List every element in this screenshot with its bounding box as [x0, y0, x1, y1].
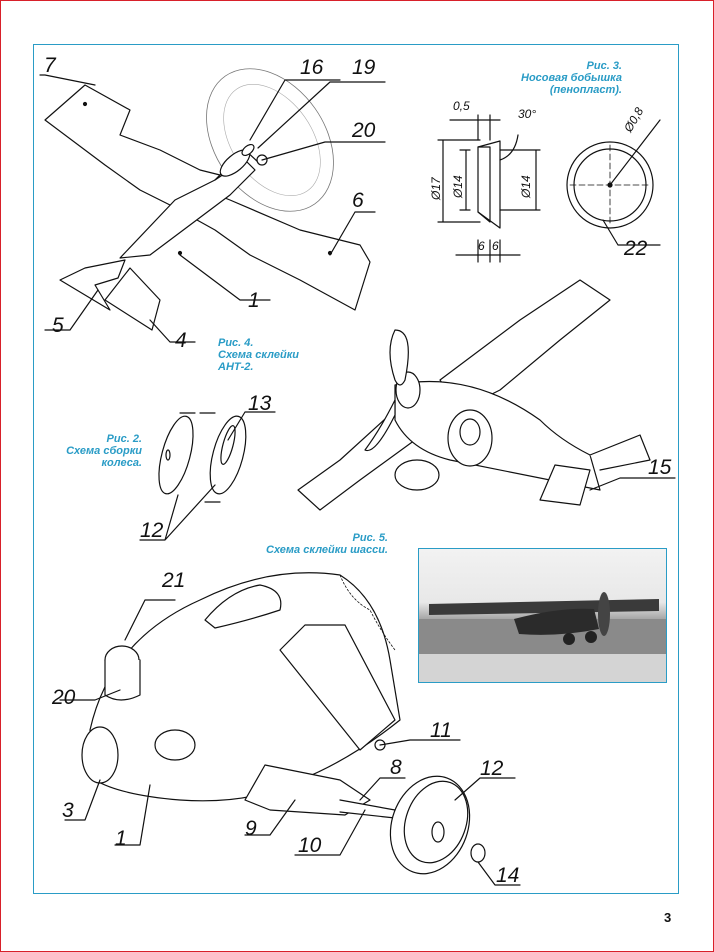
dim-0-5: 0,5 — [453, 99, 470, 113]
part-number-6: 6 — [352, 189, 364, 212]
fig5-caption: Рис. 5. Схема склейки шасси. — [200, 532, 388, 556]
fig3-caption: Рис. 3. Носовая бобышка (пенопласт). — [478, 60, 622, 96]
part-number-15: 15 — [648, 456, 672, 479]
fig4-airplane-drawing — [39, 68, 386, 343]
part-number-20-bottom: 20 — [52, 686, 76, 709]
part-number-7: 7 — [44, 54, 56, 77]
part-number-1-bottom: 1 — [115, 827, 127, 850]
fig5-caption-line1: Рис. 5. — [352, 532, 388, 544]
fig2-wheel-drawing — [139, 411, 276, 541]
dim-30deg: 30° — [518, 107, 537, 121]
part-number-22: 22 — [624, 237, 648, 260]
part-number-12-top: 12 — [140, 519, 164, 542]
part-number-3: 3 — [62, 799, 74, 822]
fig5-caption-line2: Схема склейки шасси. — [266, 544, 388, 556]
fig4-caption-line2: Схема склейки — [218, 349, 300, 361]
assembled-airplane-drawing — [297, 279, 676, 511]
dim-d17: Ø17 — [429, 177, 443, 200]
fig3-nose-boss-drawing — [437, 114, 661, 263]
dim-d14-left: Ø14 — [451, 175, 465, 198]
part-number-9: 9 — [245, 817, 257, 840]
part-number-14: 14 — [496, 864, 520, 887]
part-number-11: 11 — [430, 719, 452, 742]
aircraft-photo — [418, 548, 667, 683]
part-number-16: 16 — [300, 56, 324, 79]
fig2-caption: Рис. 2. Схема сборки колеса. — [40, 433, 142, 469]
part-number-8: 8 — [390, 756, 402, 779]
part-number-13: 13 — [248, 392, 272, 415]
part-number-1-top: 1 — [248, 289, 260, 312]
fig2-caption-line1: Рис. 2. — [106, 433, 142, 445]
fig2-caption-line3: колеса. — [101, 457, 142, 469]
dim-d14-right: Ø14 — [519, 175, 533, 198]
page-number: 3 — [664, 910, 672, 925]
fig3-caption-line3: (пенопласт). — [549, 84, 622, 96]
fig3-caption-line2: Носовая бобышка — [521, 72, 622, 84]
part-number-19: 19 — [352, 56, 376, 79]
fig4-caption: Рис. 4. Схема склейки АНТ-2. — [218, 337, 299, 373]
part-number-21: 21 — [162, 569, 186, 592]
part-number-4: 4 — [175, 329, 187, 352]
fig2-caption-line2: Схема сборки — [66, 445, 142, 457]
fig4-caption-line1: Рис. 4. — [218, 337, 254, 349]
figure-frame — [33, 44, 679, 894]
aircraft-photo-image — [419, 592, 666, 682]
part-number-12-bottom: 12 — [480, 757, 504, 780]
dim-6-right: 6 — [492, 239, 499, 253]
fig3-caption-line1: Рис. 3. — [586, 60, 622, 72]
fig5-chassis-drawing — [59, 572, 521, 886]
part-number-5: 5 — [52, 314, 64, 337]
dim-6-left: 6 — [478, 239, 485, 253]
fig4-caption-line3: АНТ-2. — [218, 361, 254, 373]
part-number-10: 10 — [298, 834, 322, 857]
part-number-20-top: 20 — [352, 119, 376, 142]
